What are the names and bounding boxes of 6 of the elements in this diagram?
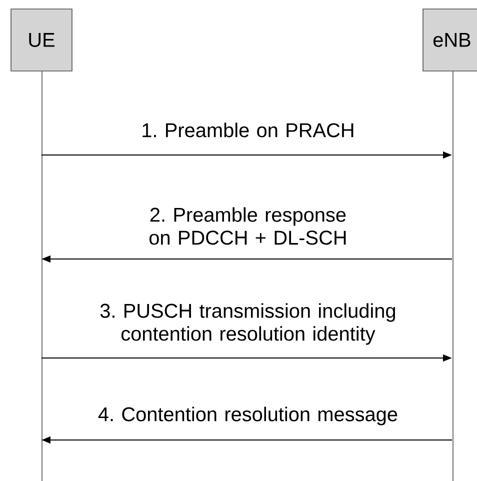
participant-box: UE [10,8,72,72]
edge-label: 3. PUSCH transmission including contention resolution identity [100,303,396,345]
participant-box: eNB [422,8,477,72]
edge-label: 4. Contention resolution message [98,406,398,426]
edge-label: 2. Preamble response on PDCCH + DL-SCH [149,207,346,245]
edge-label: 1. Preamble on PRACH [142,122,354,138]
